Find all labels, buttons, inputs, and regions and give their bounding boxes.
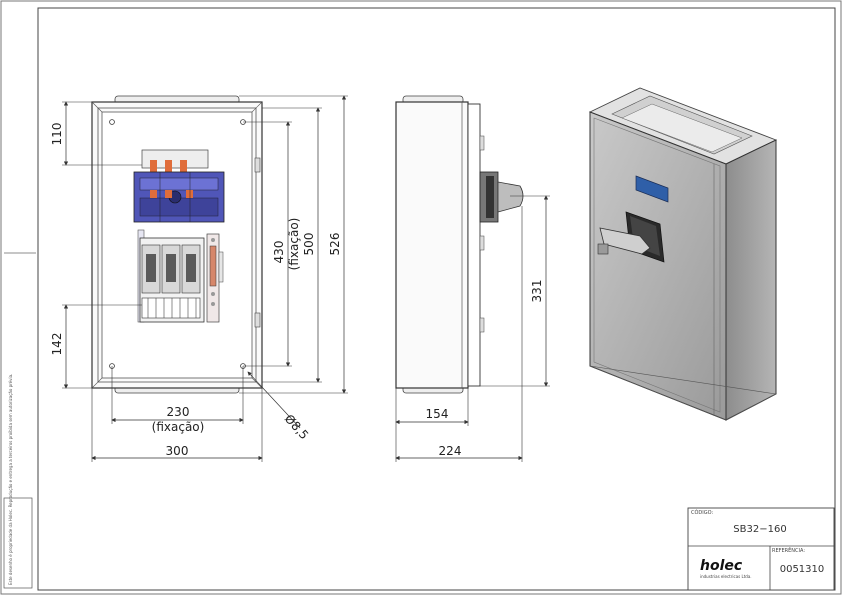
dim-handle-height: 331	[530, 280, 544, 303]
dim-fix-height-label: (fixação)	[287, 218, 301, 271]
dim-bottom: 142	[50, 333, 64, 356]
neutral-bar	[206, 233, 224, 323]
dim-hole-diameter: Ø8,5	[282, 412, 311, 443]
fuse-holders	[139, 237, 205, 323]
dim-depth-body: 154	[426, 407, 449, 421]
dim-inner-height: 500	[302, 233, 316, 256]
isometric-view	[588, 87, 778, 421]
dim-total-width: 300	[166, 444, 189, 458]
logo-subtitle: industrias electricas Ltda.	[700, 574, 752, 579]
dim-fix-height-value: 430	[272, 241, 286, 264]
front-view: 110 142 430 (fixação) 500 526 230 (fixaç…	[50, 95, 348, 462]
side-handle	[479, 171, 524, 223]
dim-top: 110	[50, 123, 64, 146]
dim-total-height: 526	[328, 233, 342, 256]
code-value: SB32−160	[733, 524, 786, 535]
code-caption: CÓDIGO:	[691, 509, 713, 516]
iso-handle	[597, 211, 665, 263]
title-block: CÓDIGO: SB32−160 REFERÊNCIA: 0051310 hol…	[687, 507, 835, 591]
dim-fix-width-value: 230	[167, 405, 190, 419]
switch-disconnector	[133, 149, 225, 223]
dim-depth-total: 224	[439, 444, 462, 458]
reference-caption: REFERÊNCIA:	[772, 546, 805, 554]
drawing-frame	[37, 7, 836, 591]
side-view: 331 154 224	[395, 95, 550, 462]
dim-fix-width-label: (fixação)	[152, 420, 205, 434]
copyright-stamp: Este desenho é propriedade da Holec. Rep…	[3, 374, 33, 589]
reference-value: 0051310	[780, 564, 825, 575]
copyright-text: Este desenho é propriedade da Holec. Rep…	[8, 374, 13, 585]
holec-logo: holec	[700, 558, 743, 574]
